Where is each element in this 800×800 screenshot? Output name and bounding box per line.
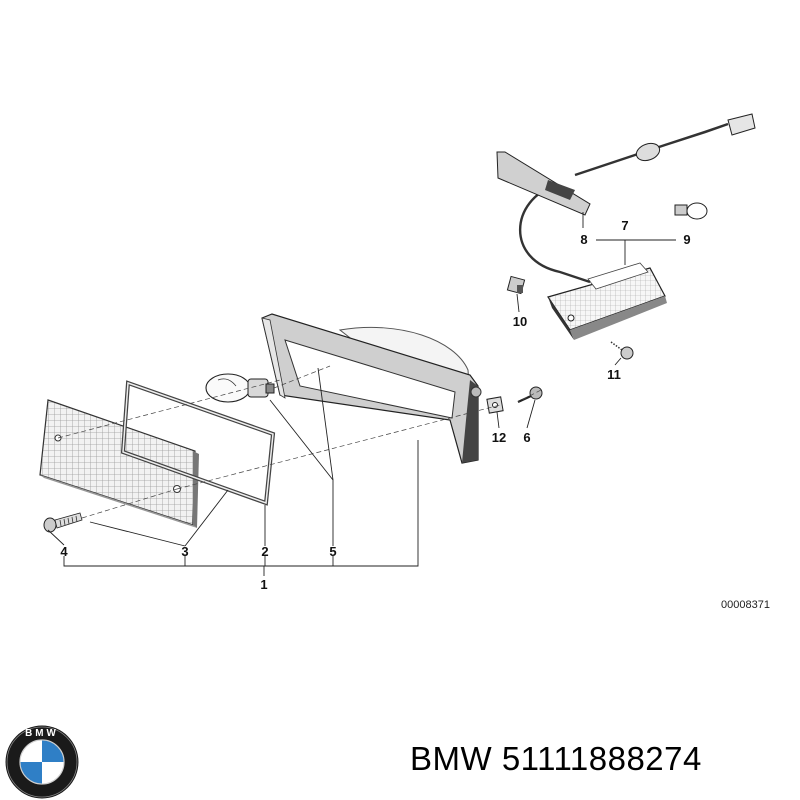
part-number-11: 11 xyxy=(607,367,621,382)
bulb-part-9 xyxy=(674,202,708,220)
caption-brand: BMW xyxy=(410,740,493,777)
part-number-5: 5 xyxy=(329,544,336,559)
caption-part-number: 51111888274 xyxy=(501,740,702,777)
part-number-10: 10 xyxy=(513,314,527,329)
clip-part-12 xyxy=(486,396,504,414)
alignment-lines xyxy=(57,365,542,519)
part-number-6: 6 xyxy=(523,430,530,445)
leader-lines xyxy=(47,212,676,576)
screw-part-4 xyxy=(43,512,83,533)
part-number-12: 12 xyxy=(492,430,506,445)
bulb-part xyxy=(205,373,275,403)
part-number-labels: 4 3 2 5 1 12 6 8 9 7 10 11 xyxy=(60,218,690,592)
part-number-7: 7 xyxy=(621,218,628,233)
part-number-9: 9 xyxy=(683,232,690,247)
part-number-3: 3 xyxy=(181,544,188,559)
screw-part-6 xyxy=(517,386,543,403)
lens-part xyxy=(39,399,199,528)
part-number-1: 1 xyxy=(260,577,267,592)
bmw-logo: BMW xyxy=(5,725,79,799)
mounting-plate-part-8 xyxy=(496,151,591,216)
part-number-8: 8 xyxy=(580,232,587,247)
wire-harness-part xyxy=(574,113,756,177)
part-caption: BMW 51111888274 xyxy=(410,740,702,778)
reference-code: 00008371 xyxy=(721,599,770,611)
clip-part-10 xyxy=(506,275,526,295)
part-number-2: 2 xyxy=(261,544,268,559)
side-marker-part xyxy=(519,183,667,340)
part-number-4: 4 xyxy=(60,544,68,559)
svg-text:BMW: BMW xyxy=(25,728,59,739)
housing-part xyxy=(261,313,482,464)
screw-part-11 xyxy=(610,341,634,360)
gasket-part xyxy=(120,380,276,506)
